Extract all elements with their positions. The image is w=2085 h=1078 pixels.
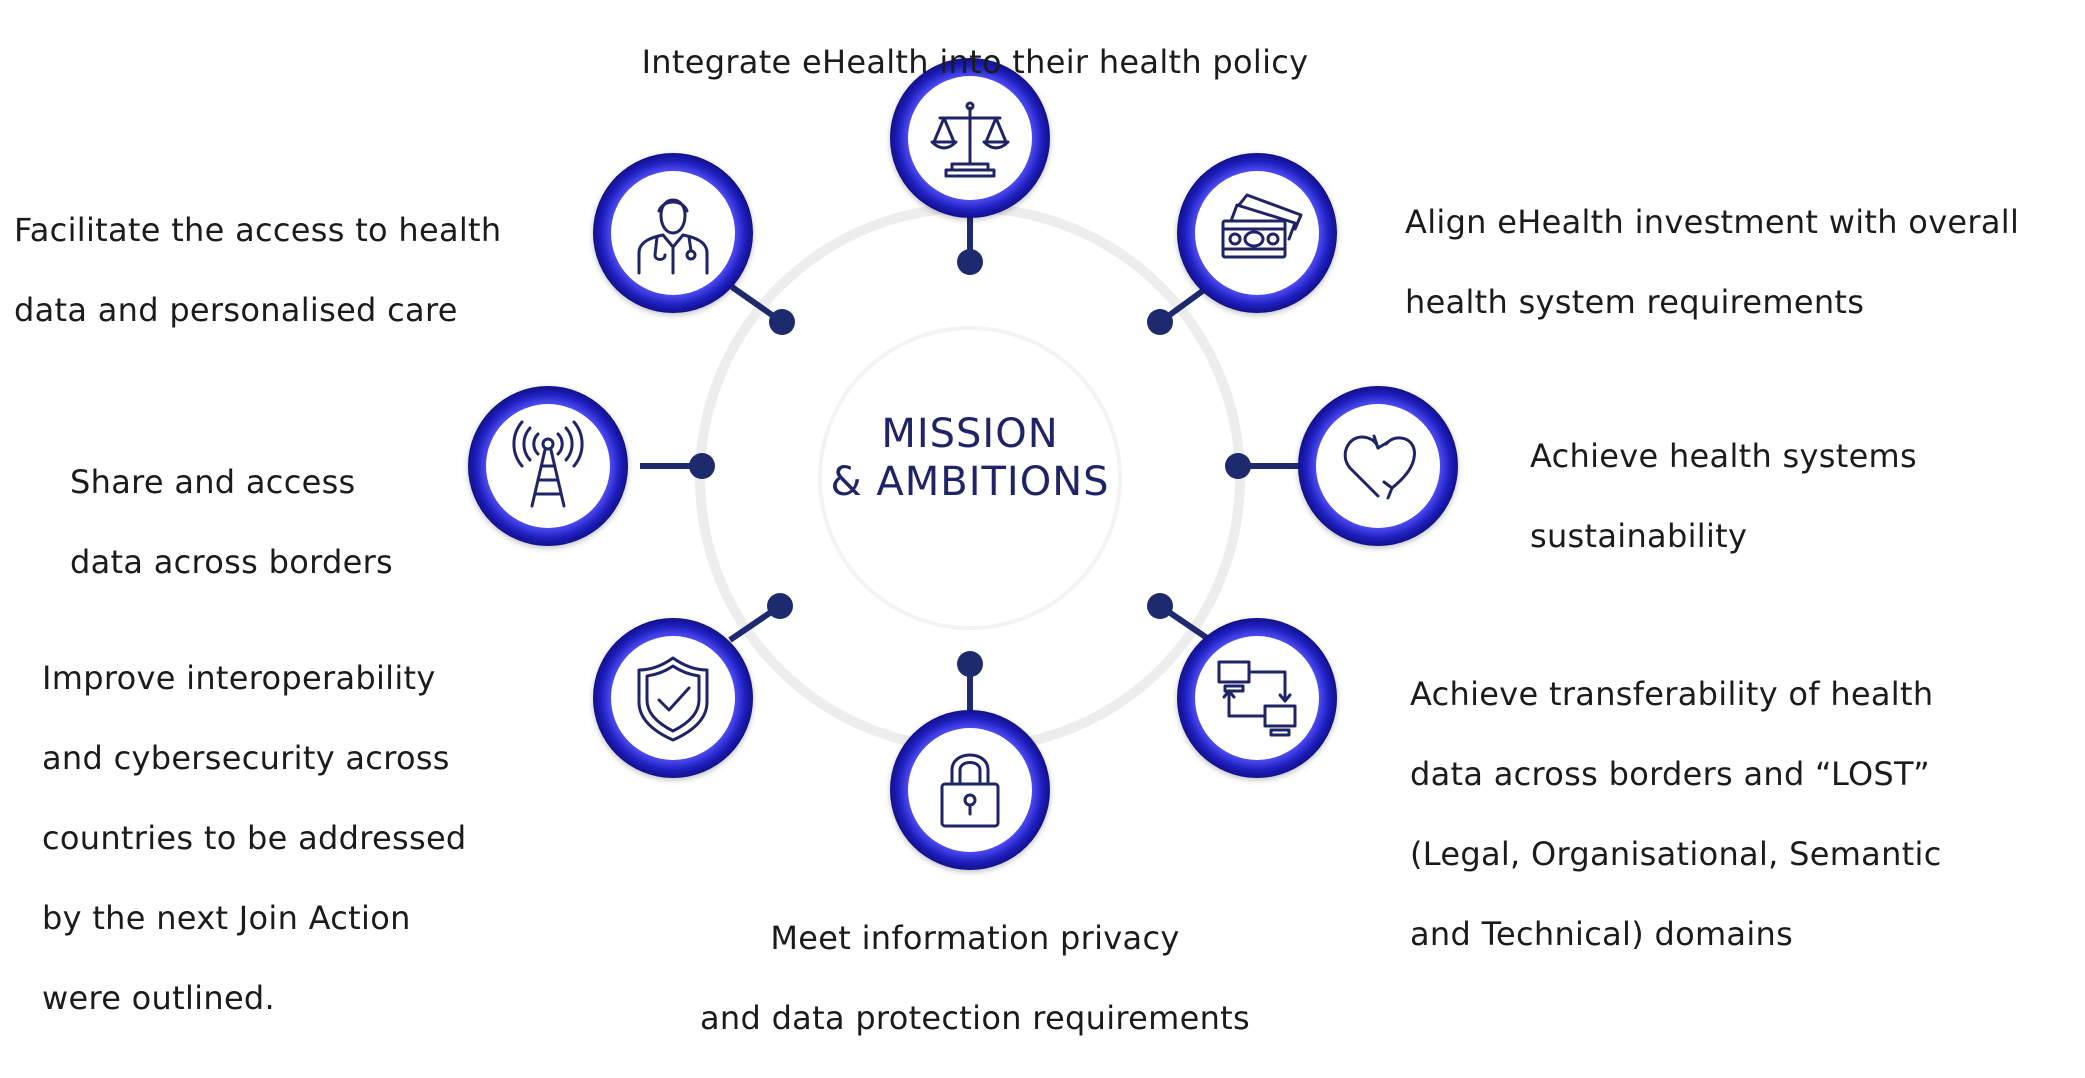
connector-left <box>640 453 715 479</box>
connector-bottom-right <box>1147 593 1212 643</box>
label-bottom: Meet information privacy and data protec… <box>640 878 1310 1078</box>
center-title-line-1: MISSION <box>881 411 1059 457</box>
label-top-right-line-1: Align eHealth investment with overall <box>1405 203 2020 241</box>
label-right-line-1: Achieve health systems <box>1530 437 1918 475</box>
node-ring-bottom <box>890 710 1050 870</box>
connector-top-left <box>730 284 795 335</box>
mission-diagram <box>468 58 1458 870</box>
label-top-right-line-2: health system requirements <box>1405 283 1865 321</box>
label-top-right: Align eHealth investment with overall he… <box>1405 162 2075 362</box>
label-top: Integrate eHealth into their health poli… <box>615 2 1335 122</box>
connector-right <box>1225 453 1300 479</box>
label-left: Share and access data across borders <box>70 422 470 622</box>
label-bottom-right-line-3: (Legal, Organisational, Semantic <box>1410 835 1942 873</box>
label-left-line-2: data across borders <box>70 543 394 581</box>
money-bills-icon <box>1221 193 1303 259</box>
node-ring-right <box>1298 386 1458 546</box>
label-top-left: Facilitate the access to health data and… <box>14 170 594 370</box>
radio-tower-icon <box>512 420 584 508</box>
label-right-line-2: sustainability <box>1530 517 1748 555</box>
label-bottom-left: Improve interoperability and cybersecuri… <box>42 618 572 1058</box>
label-bottom-line-1: Meet information privacy <box>770 919 1180 957</box>
label-top-left-line-2: data and personalised care <box>14 291 458 329</box>
recycling-heart-icon <box>1343 434 1416 500</box>
label-top-line-1: Integrate eHealth into their health poli… <box>641 43 1309 81</box>
label-bottom-right-line-2: data across borders and “LOST” <box>1410 755 1931 793</box>
node-ring-bottom-right <box>1177 618 1337 778</box>
node-ring-bottom-left <box>593 618 753 778</box>
label-bottom-left-line-4: by the next Join Action <box>42 899 411 937</box>
center-title: MISSION & AMBITIONS <box>770 410 1170 506</box>
connector-top-right <box>1147 284 1210 335</box>
center-title-line-2: & AMBITIONS <box>830 459 1110 505</box>
connector-bottom-left <box>728 593 793 643</box>
doctor-icon <box>637 198 709 275</box>
label-bottom-left-line-3: countries to be addressed <box>42 819 467 857</box>
label-bottom-right-line-4: and Technical) domains <box>1410 915 1794 953</box>
label-bottom-left-line-5: were outlined. <box>42 979 276 1017</box>
label-right: Achieve health systems sustainability <box>1530 396 2050 596</box>
padlock-icon <box>940 753 1000 828</box>
label-bottom-line-2: and data protection requirements <box>700 999 1250 1037</box>
label-bottom-right-line-1: Achieve transferability of health <box>1410 675 1934 713</box>
scales-of-justice-icon <box>930 101 1010 178</box>
label-bottom-left-line-1: Improve interoperability <box>42 659 436 697</box>
label-top-left-line-1: Facilitate the access to health <box>14 211 502 249</box>
label-bottom-right: Achieve transferability of health data a… <box>1410 634 2070 994</box>
label-bottom-left-line-2: and cybersecurity across <box>42 739 450 777</box>
shield-check-icon <box>637 656 709 742</box>
center-disc <box>818 326 1122 630</box>
connector-bottom <box>957 651 983 717</box>
networked-computers-icon <box>1217 660 1297 737</box>
label-left-line-1: Share and access <box>70 463 356 501</box>
